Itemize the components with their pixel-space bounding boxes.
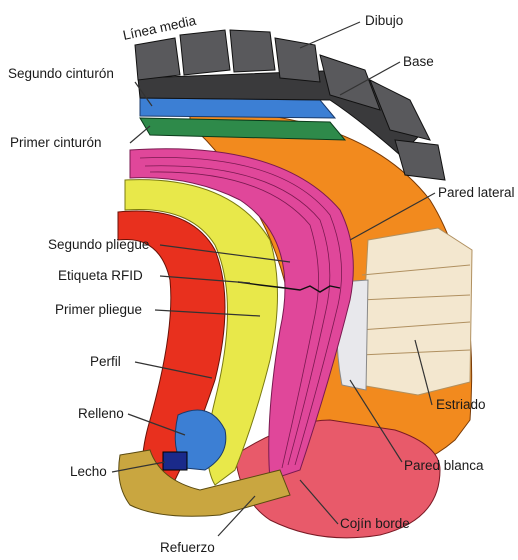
label-cojin-borde: Cojín borde — [340, 516, 410, 531]
label-primer-pliegue: Primer pliegue — [55, 302, 142, 317]
label-relleno: Relleno — [78, 406, 124, 421]
label-etiqueta-rfid: Etiqueta RFID — [58, 268, 143, 283]
label-lecho: Lecho — [70, 464, 107, 479]
label-refuerzo: Refuerzo — [160, 540, 215, 555]
label-estriado: Estriado — [436, 397, 486, 412]
segundo-cinturon-shape — [140, 98, 335, 118]
label-primer-cinturon: Primer cinturón — [10, 135, 102, 150]
label-pared-blanca: Pared blanca — [404, 458, 484, 473]
primer-cinturon-shape — [140, 118, 345, 140]
label-base: Base — [403, 54, 434, 69]
estriado-shape — [360, 228, 472, 395]
label-pared-lateral: Pared lateral — [438, 185, 515, 200]
label-segundo-pliegue: Segundo pliegue — [48, 237, 149, 252]
label-dibujo: Dibujo — [365, 13, 403, 28]
label-segundo-cinturon: Segundo cinturón — [8, 66, 114, 81]
lecho-core — [163, 452, 187, 470]
label-perfil: Perfil — [90, 354, 121, 369]
